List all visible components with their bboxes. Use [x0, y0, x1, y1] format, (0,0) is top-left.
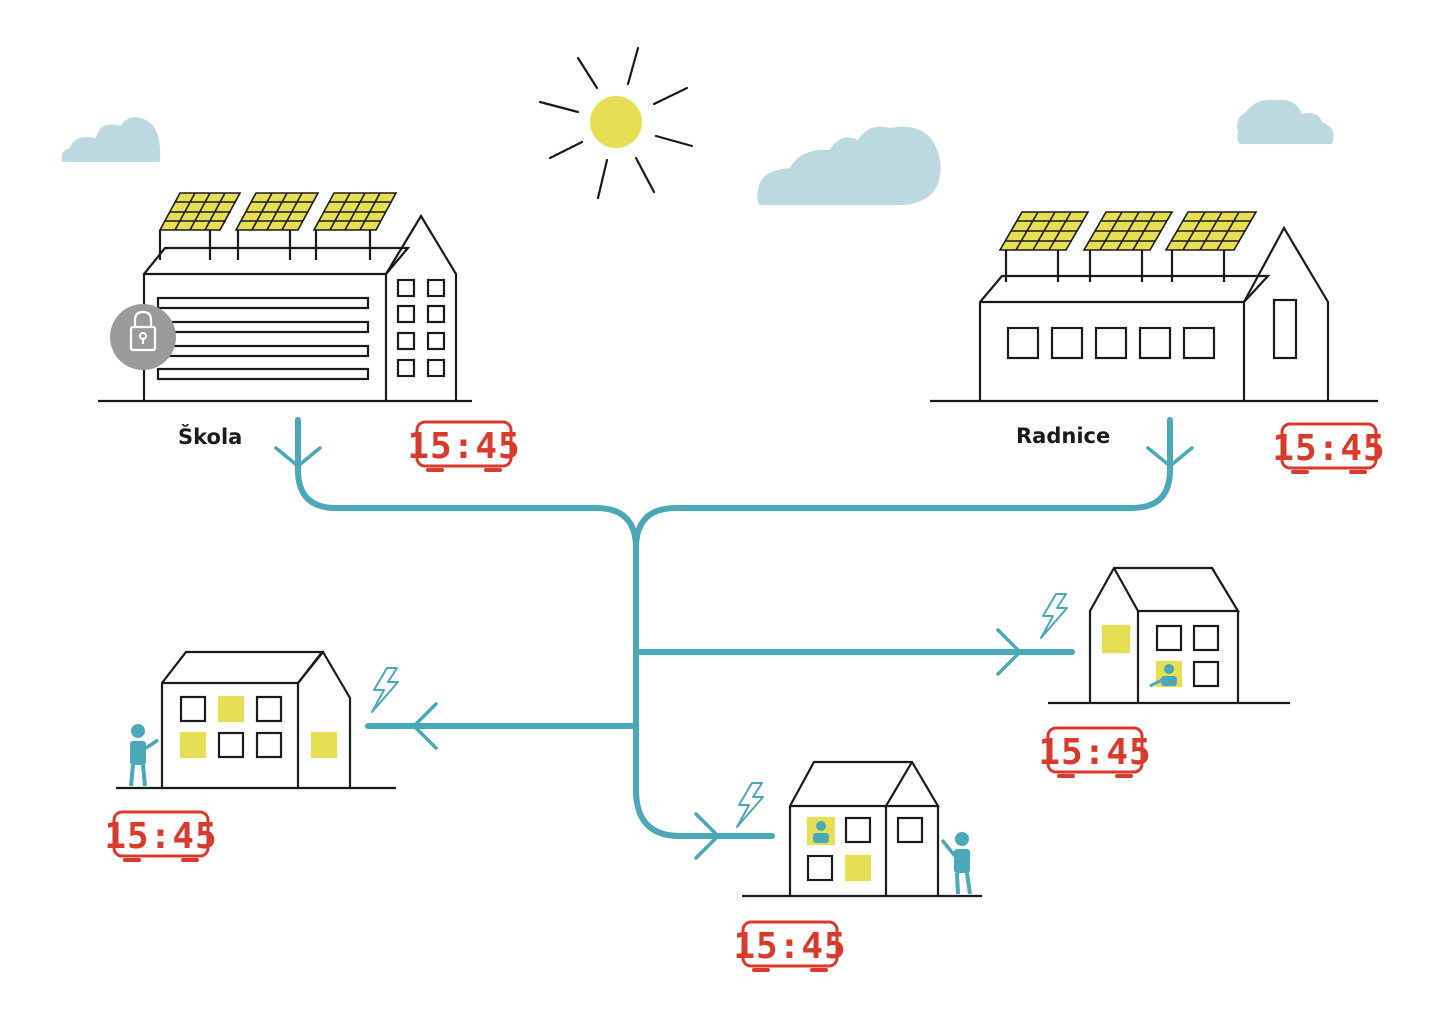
alarm-clock-icon: 15:45: [407, 420, 520, 472]
arrow-down-icon: [274, 446, 322, 468]
house-left: [116, 650, 396, 790]
school-label: Škola: [178, 424, 242, 449]
house-right: [1048, 566, 1290, 705]
townhall-building: [930, 211, 1378, 403]
house-bottom: [742, 760, 982, 898]
solar-panel-icon: [1082, 211, 1174, 282]
person-icon: [940, 832, 972, 895]
cloud-icon: [61, 117, 161, 162]
clock-townhall: 15:45: [1272, 428, 1385, 469]
arrow-right-icon: [694, 812, 720, 860]
arrow-left-icon: [412, 702, 438, 750]
cloud-icon: [1237, 99, 1334, 144]
arrow-down-icon: [1146, 446, 1194, 468]
solar-panel-icon: [158, 192, 242, 260]
lightning-icon: [1040, 593, 1068, 639]
alarm-clock-icon: 15:45: [104, 810, 217, 862]
person-icon: [813, 821, 829, 843]
arrow-right-icon: [996, 628, 1022, 676]
clock-house-bottom: 15:45: [733, 926, 846, 967]
solar-panel-icon: [312, 192, 398, 260]
alarm-clock-icon: 15:45: [733, 920, 846, 972]
clock-house-right: 15:45: [1038, 732, 1151, 773]
cloud-icon: [757, 126, 941, 205]
alarm-clock-icon: 15:45: [1272, 422, 1385, 474]
person-icon: [129, 724, 159, 787]
sun-icon: [538, 46, 694, 200]
lock-icon: [110, 304, 176, 370]
solar-panel-icon: [998, 211, 1090, 282]
lightning-icon: [371, 667, 399, 713]
solar-panel-icon: [234, 192, 320, 260]
solar-panel-icon: [1164, 211, 1258, 282]
school-building: [98, 192, 472, 403]
person-icon: [1149, 664, 1177, 688]
energy-grid-lines: [295, 417, 1173, 839]
townhall-label: Radnice: [1016, 424, 1110, 448]
clock-house-left: 15:45: [104, 816, 217, 857]
alarm-clock-icon: 15:45: [1038, 726, 1151, 778]
clock-school: 15:45: [407, 426, 520, 467]
lightning-icon: [736, 782, 764, 828]
